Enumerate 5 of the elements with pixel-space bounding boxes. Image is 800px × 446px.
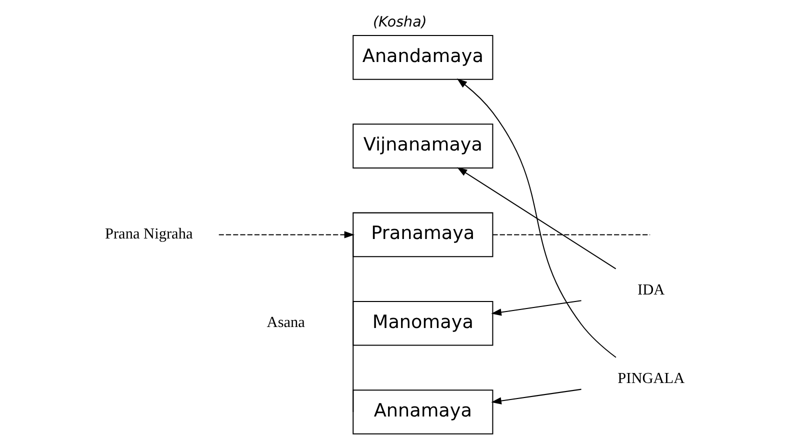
node-text: PINGALA: [618, 370, 685, 387]
diagram-title: (Kosha): [373, 14, 427, 31]
node-text: IDA: [638, 281, 665, 298]
node-text: Prana Nigraha: [104, 225, 193, 242]
edge-label: Asana: [266, 314, 305, 331]
